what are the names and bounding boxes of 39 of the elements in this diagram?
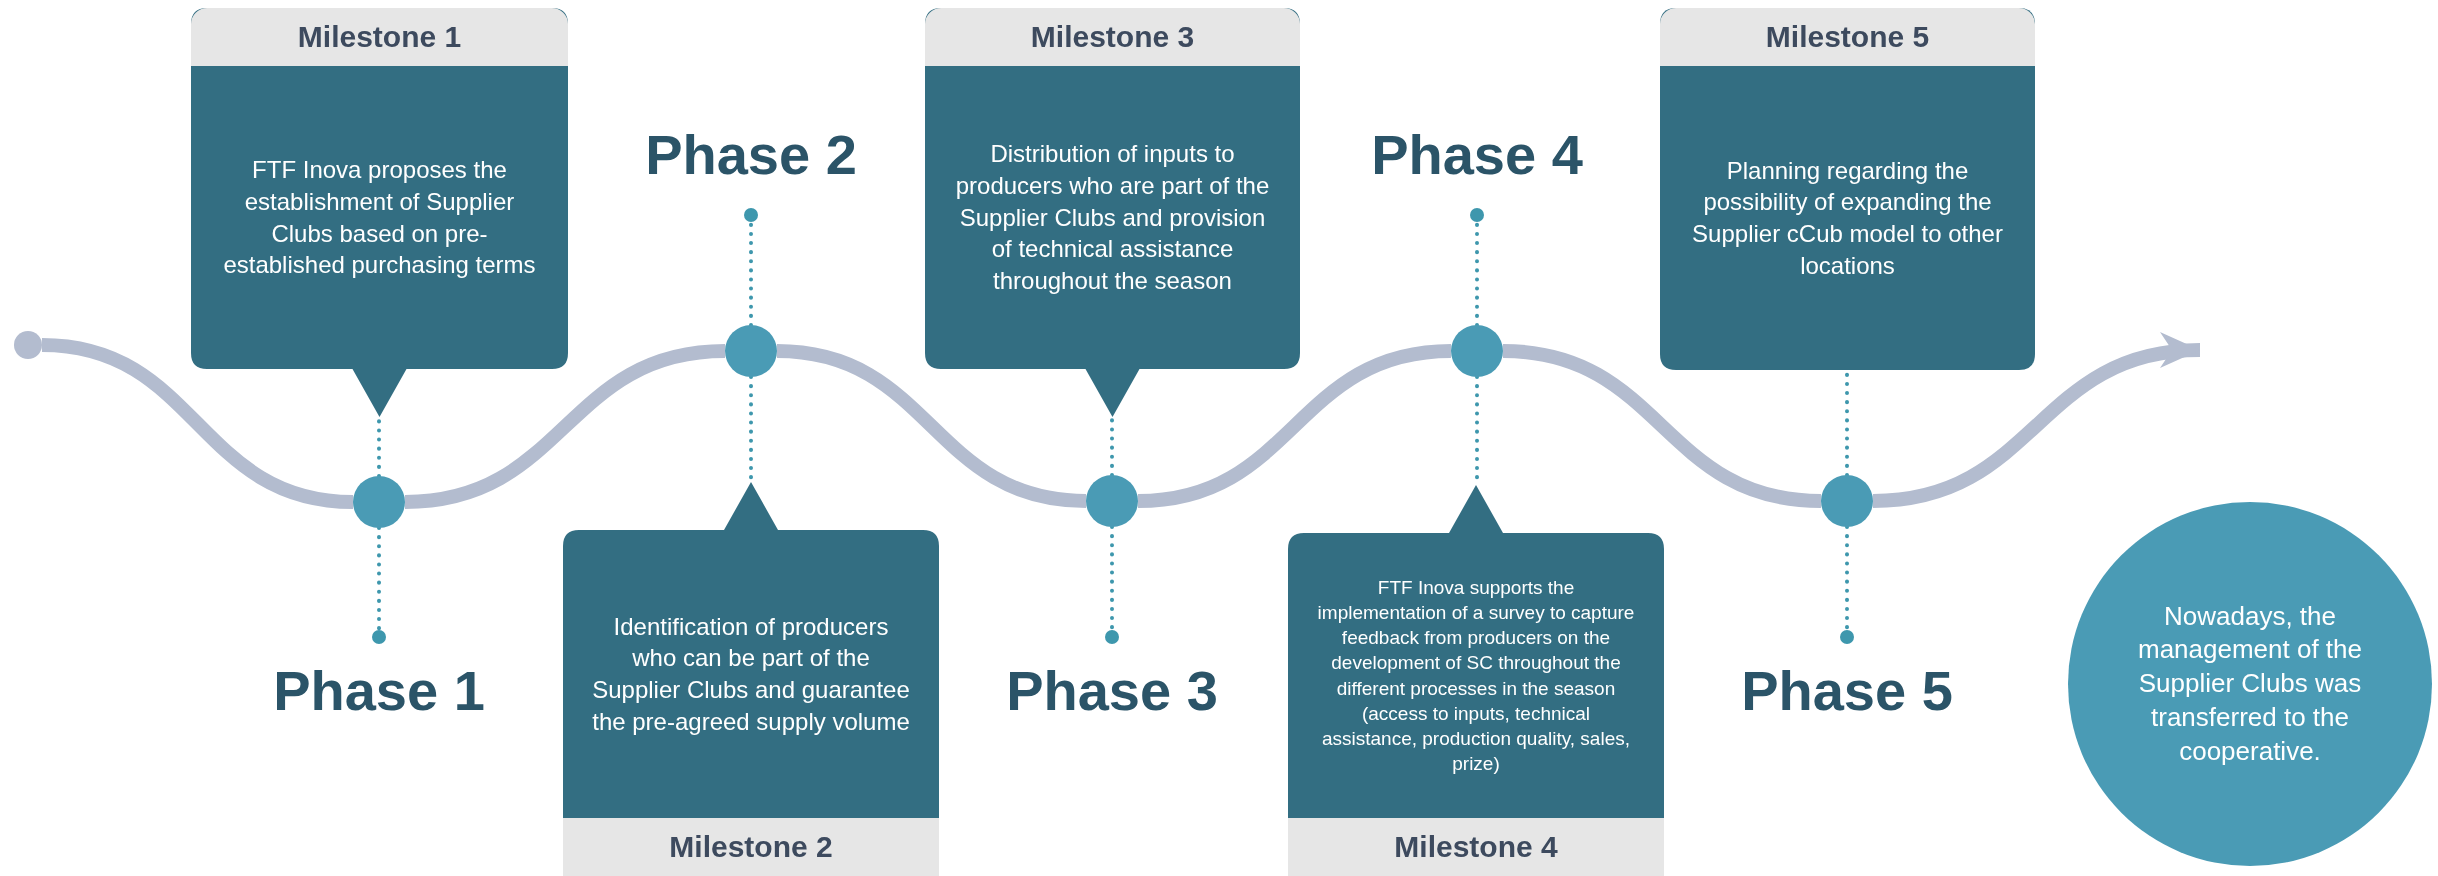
timeline-curve [41,338,354,509]
milestone-text: Identification of producers who can be part of the Supplier Clubs and guarantee the pre-agreed supply volume [591,611,911,737]
phase-label: Phase 3 [1006,660,1218,722]
milestone-heading: Milestone 4 [1288,818,1664,876]
timeline-node [353,476,405,528]
timeline-curve [1502,344,1822,508]
timeline-curve [776,344,1087,508]
milestone-heading: Milestone 2 [563,818,939,876]
phase-label: Phase 5 [1741,660,1953,722]
timeline-node [1086,475,1138,527]
phase-label: Phase 1 [273,660,485,722]
timeline-curve [404,344,726,509]
info-circle: Nowadays, the management of the Supplier Clubs was transferred to the cooperative. [2068,502,2432,866]
callout-box [563,482,939,876]
dotted-connector [1475,220,1479,327]
milestone-text: Distribution of inputs to producers who are part of the Supplier Clubs and provision of technical assistance throughout the season [954,139,1271,296]
callout-box [925,8,1300,417]
phase-label: Phase 4 [1371,124,1583,186]
dotted-connector [377,526,381,632]
milestone-heading: Milestone 5 [1660,8,2035,66]
dotted-connector [749,220,753,327]
timeline-node [1451,325,1503,377]
milestone-heading: Milestone 1 [191,8,568,66]
milestone-text: FTF Inova proposes the establishment of Supplier Clubs based on pre-established purchasing terms [222,155,537,281]
callout-box [191,8,568,417]
callout-box [1288,485,1664,876]
timeline-curve [1137,344,1452,508]
milestone-text: FTF Inova supports the implementation of a survey to capture feedback from producers on the development of SC throughout the different processes in the season (access to inputs, technical assistance, production quality, sales, prize) [1316,576,1636,776]
timeline-node [725,325,777,377]
timeline-arrow [1872,335,2201,508]
dotted-connector [1110,415,1114,477]
callout-box [1660,8,2035,370]
dotted-connector [1845,525,1849,632]
timeline-start-dot [14,331,42,359]
dotted-connector [1110,525,1114,632]
phase-label: Phase 2 [645,124,857,186]
milestone-heading: Milestone 3 [925,8,1300,66]
timeline-node [1821,475,1873,527]
milestone-text: Planning regarding the possibility of expanding the Supplier cCub model to other locations [1691,155,2004,281]
